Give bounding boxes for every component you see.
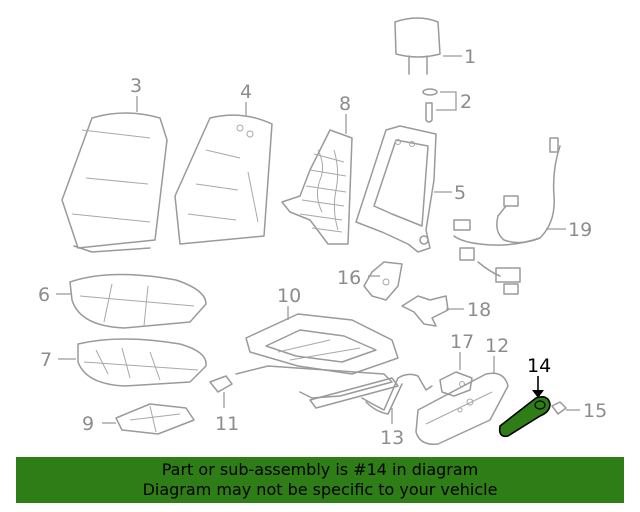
callout-9: 9	[82, 413, 94, 435]
banner-line-1: Part or sub-assembly is #14 in diagram	[161, 460, 479, 479]
callout-12: 12	[485, 335, 509, 357]
part-10-seat-frame[interactable]	[235, 313, 399, 409]
part-19-wiring-harness[interactable]	[453, 137, 561, 295]
callout-15: 15	[583, 400, 607, 422]
callout-3: 3	[130, 75, 142, 97]
part-18-bracket[interactable]	[401, 295, 449, 327]
part-5-seatback-frame[interactable]	[355, 125, 437, 253]
part-13-wire-rod[interactable]	[361, 373, 433, 415]
callout-10: 10	[277, 285, 301, 307]
part-15-clip[interactable]	[551, 401, 567, 415]
info-banner: Part or sub-assembly is #14 in diagram D…	[16, 457, 624, 503]
callout-17: 17	[450, 331, 474, 353]
part-7-cushion-pad[interactable]	[77, 338, 207, 387]
callout-16: 16	[337, 267, 361, 289]
part-4-seatback-pad[interactable]	[174, 114, 273, 245]
banner-line-2: Diagram may not be specific to your vehi…	[142, 480, 498, 499]
callout-5: 5	[454, 182, 466, 204]
part-2-headrest-guides[interactable]	[422, 88, 438, 123]
callout-18: 18	[467, 299, 491, 321]
part-3-seatback-cover[interactable]	[61, 112, 168, 253]
part-1-headrest[interactable]	[394, 17, 441, 75]
part-8-spring-mat[interactable]	[281, 129, 353, 245]
part-9-bracket[interactable]	[115, 403, 195, 435]
part-6-cushion-cover[interactable]	[69, 273, 207, 329]
callout-13: 13	[380, 427, 404, 449]
callout-1: 1	[464, 46, 476, 68]
callout-8: 8	[339, 93, 351, 115]
part-16-bracket[interactable]	[363, 261, 403, 301]
callout-6: 6	[38, 284, 50, 306]
callout-4: 4	[240, 81, 252, 103]
callout-19: 19	[568, 219, 592, 241]
callout-2: 2	[460, 91, 472, 113]
part-14-adjuster-handle[interactable]	[498, 396, 551, 438]
part-12-side-shield[interactable]	[415, 372, 509, 445]
seat-parts-diagram: 1 2 3 4 8 5	[38, 17, 607, 449]
part-11-clip[interactable]	[209, 375, 233, 393]
callout-11: 11	[215, 413, 239, 435]
callout-14: 14	[527, 355, 551, 377]
callout-7: 7	[40, 349, 52, 371]
